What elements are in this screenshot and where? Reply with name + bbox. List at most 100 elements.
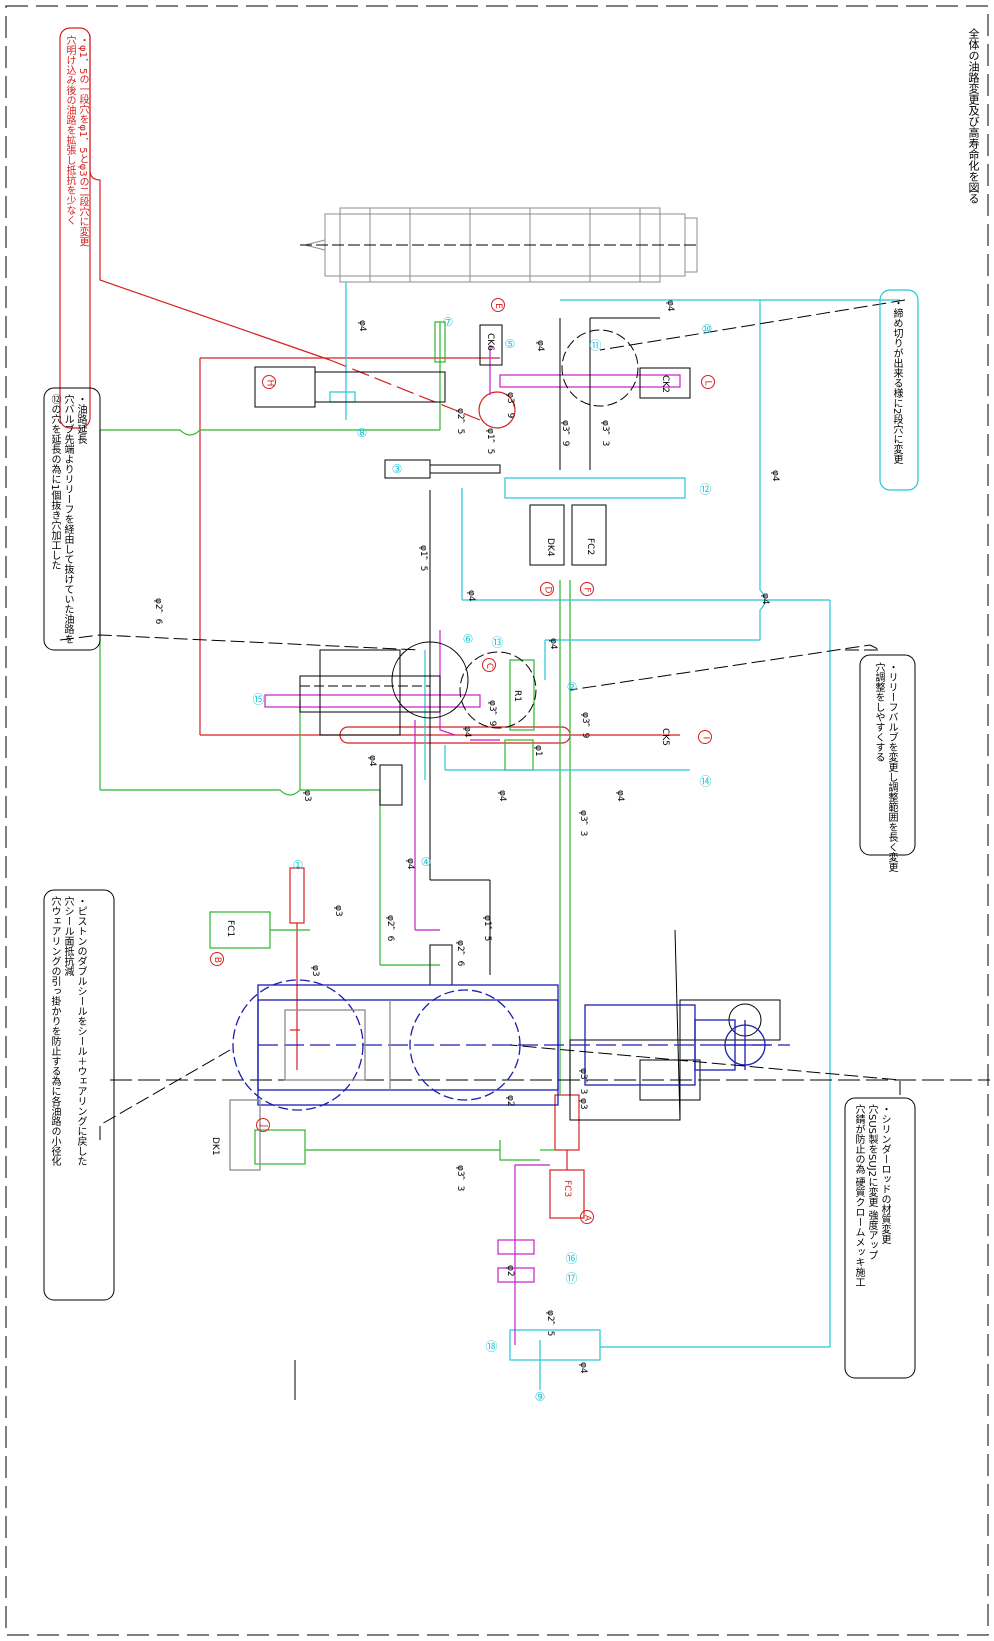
dim-label: φ4	[462, 726, 472, 738]
note-2: ・油路延長 穴バルブ先端よりリリーフを経由して抜けていた油路を ⑫の穴を延長の為…	[48, 394, 87, 644]
dim-label: φ3，3	[578, 810, 588, 837]
port-d: D	[540, 582, 554, 596]
marker-4: ④	[419, 855, 433, 869]
marker-6: ⑥	[461, 632, 475, 646]
port-l: L	[701, 375, 715, 389]
note-3-line-1: ・ピストンのダブルシールをシール＋ウェアリングに戻した	[75, 896, 86, 1166]
magenta-oil-channels	[264, 345, 681, 1345]
note-frame-4	[879, 289, 919, 491]
marker-13: ⑬	[490, 636, 504, 648]
port-c: C	[482, 658, 496, 672]
component-dk4: DK4	[545, 538, 555, 557]
dim-label: φ3，3	[600, 420, 610, 447]
marker-1: ①	[291, 858, 305, 872]
note-6-line-2: 穴SUS製をSUJ2に変更 強度アップ	[866, 1104, 877, 1261]
note-frame-1	[59, 27, 91, 429]
dim-label: φ3，9	[580, 712, 590, 739]
page-title: 全体の油路変更及び高寿命化を図る	[967, 28, 980, 204]
component-ck2: CK2	[660, 375, 670, 393]
main-cylinder	[229, 979, 790, 1171]
border-frame	[5, 5, 989, 1636]
note-leaders	[59, 299, 906, 1140]
note-frame-2	[43, 387, 101, 651]
dim-label: φ3，9	[487, 700, 497, 727]
note-1: ・φ1．5の一段穴をφ1．5とφ3の二段穴に変更 穴明け込み後の油路を拡張し抵抗…	[63, 35, 89, 247]
dim-label: φ2	[505, 1095, 515, 1107]
dim-label: φ4	[535, 340, 545, 352]
marker-5: ⑤	[503, 337, 517, 351]
dim-label: φ4	[367, 755, 377, 767]
marker-8: ⑧	[355, 426, 369, 440]
port-i: I	[698, 730, 712, 744]
black-lines	[110, 317, 990, 1400]
dim-label: φ2	[505, 1265, 515, 1277]
dim-label: φ4	[615, 790, 625, 802]
marker-14: ⑭	[698, 775, 712, 787]
port-e: E	[491, 298, 505, 312]
dim-label: φ3	[302, 790, 312, 802]
note-6-line-1: ・シリンダーロッドの材質変更	[879, 1104, 890, 1244]
marker-7: ⑦	[441, 315, 455, 329]
dim-label: φ2，6	[153, 598, 163, 625]
green-oil-channels	[99, 321, 571, 1165]
dim-label: φ2，6	[455, 940, 465, 967]
component-fc3: FC3	[562, 1180, 572, 1198]
note-5-line-1: ・リリーフバルブを変更し調整範囲を長く変更	[886, 662, 897, 872]
note-3-line-3: 穴ウェアリングの引っ掛かりを防止する為に各油路の小径化	[49, 896, 60, 1166]
dim-label: φ2，5	[545, 1310, 555, 1337]
note-6-line-3: 穴錆が防止の為 硬質クロームメッキ施工	[853, 1104, 864, 1288]
component-dk1: DK1	[210, 1137, 220, 1156]
note-5-line-2: 穴調整をしやすくする	[873, 662, 884, 762]
dim-label: φ1，5	[482, 915, 492, 942]
component-ck6: CK6	[485, 333, 495, 351]
marker-16: ⑯	[564, 1252, 578, 1264]
dim-label: φ3，9	[560, 420, 570, 447]
dim-label: φ3	[333, 905, 343, 917]
dim-label: φ4	[770, 470, 780, 482]
dim-label: φ1	[533, 745, 543, 757]
marker-10: ⑩	[700, 322, 714, 336]
dim-label: φ3，3	[578, 1068, 588, 1095]
port-a: A	[580, 1210, 594, 1224]
dim-label: φ1，5	[485, 428, 495, 455]
dim-label: φ3，9	[505, 392, 515, 419]
note-6: ・シリンダーロッドの材質変更 穴SUS製をSUJ2に変更 強度アップ 穴錆が防止…	[852, 1104, 891, 1287]
dim-label: φ4	[760, 593, 770, 605]
cyan-oil-channels	[329, 282, 900, 1390]
port-h: H	[262, 375, 276, 389]
note-3: ・ピストンのダブルシールをシール＋ウェアリングに戻した 穴シール面抵抗減 穴ウェ…	[48, 896, 87, 1166]
note-frame-3	[43, 889, 115, 1301]
red-oil-channels	[89, 35, 680, 1219]
dim-label: φ3，3	[455, 1165, 465, 1192]
port-f: F	[580, 582, 594, 596]
note-3-line-2: 穴シール面抵抗減	[62, 896, 73, 976]
dim-label: φ2，5	[455, 408, 465, 435]
note-4: ・締め切りが出来る様に2段穴に変更	[890, 298, 903, 464]
dim-label: φ1，5	[418, 545, 428, 572]
marker-12: ⑫	[698, 483, 712, 495]
marker-18: ⑱	[484, 1340, 498, 1352]
marker-2: ②	[565, 680, 579, 694]
port-b: B	[210, 952, 224, 966]
marker-9: ⑨	[533, 1390, 547, 1404]
marker-3: ③	[390, 462, 404, 476]
dim-label: φ4	[665, 300, 675, 312]
dim-label: φ4	[466, 590, 476, 602]
component-ck5: CK5	[660, 728, 670, 746]
marker-11: ⑪	[588, 339, 602, 351]
marker-17: ⑰	[564, 1272, 578, 1284]
note-2-line-2: 穴バルブ先端よりリリーフを経由して抜けていた油路を	[62, 394, 73, 644]
component-fc2: FC2	[585, 538, 595, 556]
dim-label: φ4	[578, 1362, 588, 1374]
note-frame-6	[844, 1097, 916, 1379]
marker-15: ⑮	[251, 693, 265, 705]
dim-label: φ4	[548, 638, 558, 650]
dim-label: φ2，6	[385, 915, 395, 942]
note-1-line-1: ・φ1．5の一段穴をφ1．5とφ3の二段穴に変更	[77, 35, 88, 247]
note-4-line-1: ・締め切りが出来る様に2段穴に変更	[891, 298, 902, 465]
note-2-line-1: ・油路延長	[75, 394, 86, 444]
note-1-line-2: 穴明け込み後の油路を拡張し抵抗を少なく	[64, 35, 75, 225]
note-2-line-3: ⑫の穴を延長の為に1個抜き穴加工した	[49, 394, 60, 571]
top-cylinder-body	[300, 207, 700, 283]
